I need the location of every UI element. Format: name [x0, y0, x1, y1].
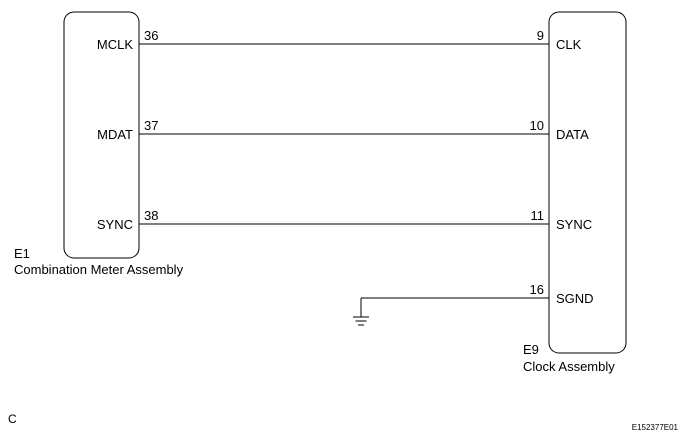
- pin-number-11: 11: [531, 208, 545, 223]
- right-connector-name: Clock Assembly: [523, 359, 615, 374]
- clock-assembly-box: [548, 11, 627, 354]
- pin-label-data: DATA: [556, 127, 589, 142]
- footer-letter: C: [8, 412, 17, 426]
- pin-number-9: 9: [537, 28, 544, 43]
- pin-label-mclk: MCLK: [97, 37, 133, 52]
- pin-label-sync-left: SYNC: [97, 217, 133, 232]
- pin-number-38: 38: [144, 208, 158, 223]
- pin-label-sync-right: SYNC: [556, 217, 592, 232]
- pin-label-clk: CLK: [556, 37, 582, 52]
- pin-number-10: 10: [530, 118, 544, 133]
- pin-number-16: 16: [530, 282, 544, 297]
- combination-meter-box: [63, 11, 140, 259]
- ground-wire: [360, 297, 549, 317]
- pin-label-sgnd: SGND: [556, 291, 594, 306]
- figure-code: E152377E01: [632, 423, 679, 432]
- left-connector-code: E1: [14, 246, 30, 261]
- pin-label-mdat: MDAT: [97, 127, 133, 142]
- ground-icon: [353, 316, 369, 326]
- right-connector-code: E9: [523, 342, 539, 357]
- pin-number-37: 37: [144, 118, 158, 133]
- left-connector-name: Combination Meter Assembly: [14, 262, 184, 277]
- pin-number-36: 36: [144, 28, 158, 43]
